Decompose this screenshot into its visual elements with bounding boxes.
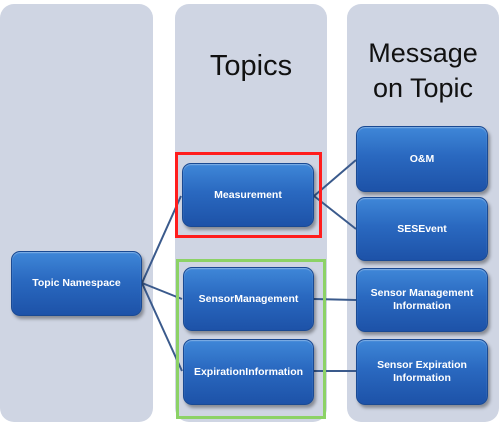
message-column-title-line2: on Topic: [372, 73, 474, 103]
expiration-information-node[interactable]: ExpirationInformation: [183, 339, 314, 405]
namespace-column: [0, 4, 153, 422]
measurement-highlight-box: [175, 152, 322, 238]
expiration-information-label: ExpirationInformation: [193, 365, 304, 378]
sensor-topics-highlight-box: [176, 259, 326, 419]
link-sensormanagement-info: [313, 298, 357, 301]
link-namespace-measurement: [141, 195, 182, 284]
link-namespace-expiration: [141, 282, 183, 372]
ses-event-node[interactable]: SESEvent: [356, 197, 488, 261]
topic-namespace-label: Topic Namespace: [32, 277, 121, 289]
topic-namespace-node[interactable]: Topic Namespace: [11, 251, 142, 316]
topics-column-title: Topics: [209, 50, 293, 82]
measurement-label: Measurement: [214, 188, 282, 201]
sensor-management-information-label-line1: Sensor Management: [370, 287, 474, 299]
om-label: O&M: [409, 152, 435, 165]
ses-event-label: SESEvent: [397, 222, 447, 235]
measurement-node[interactable]: Measurement: [182, 163, 314, 227]
sensor-expiration-information-label-line1: Sensor Expiration: [377, 359, 467, 371]
message-column-title: Message on Topic: [347, 36, 499, 106]
link-namespace-sensormanagement: [141, 282, 183, 300]
om-node[interactable]: O&M: [356, 126, 488, 192]
sensor-management-label: SensorManagement: [198, 292, 299, 305]
sensor-management-information-node[interactable]: Sensor Management Information: [356, 268, 488, 332]
message-column-title-line1: Message: [368, 38, 478, 68]
sensor-management-information-label-line2: Information: [393, 300, 451, 312]
sensor-expiration-information-label-line2: Information: [393, 372, 451, 384]
sensor-management-node[interactable]: SensorManagement: [183, 267, 314, 331]
sensor-expiration-information-node[interactable]: Sensor Expiration Information: [356, 339, 488, 405]
